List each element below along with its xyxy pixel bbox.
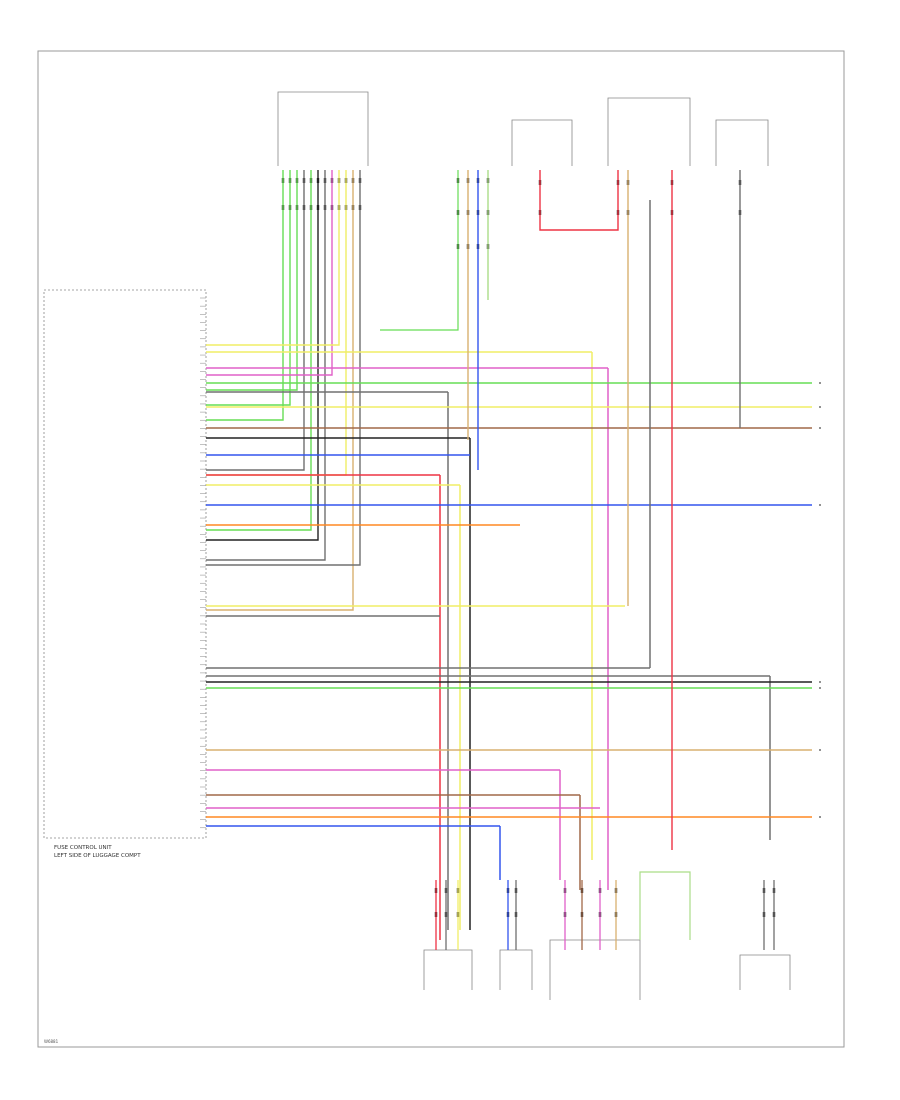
top-connector-3 (511, 97, 691, 166)
top-connector-wire (206, 170, 340, 346)
relay-loop-wire (539, 170, 619, 231)
sensor-loop-wire (639, 871, 691, 940)
top-connector-1 (277, 91, 369, 166)
terminal-dot (819, 382, 821, 384)
top-connector-wire (206, 170, 319, 541)
top-connector-wire (206, 170, 291, 406)
terminal-dot (819, 406, 821, 408)
diagram-border (37, 50, 845, 1048)
top-connector-wire (206, 170, 298, 391)
bottom-connector-1 (423, 949, 473, 990)
left-module-box (43, 289, 207, 839)
terminal-dot (819, 504, 821, 506)
top-connector-wire (206, 170, 326, 561)
pin-label-layer (200, 297, 206, 829)
terminal-dot (819, 816, 821, 818)
terminal-dot (819, 681, 821, 683)
top-connector-wire (206, 170, 312, 531)
left-module-caption-line2: LEFT SIDE OF LUGGAGE COMPT (54, 853, 141, 859)
left-module-caption-line1: FUSE CONTROL UNIT (54, 845, 112, 851)
top-connector-wire (206, 170, 333, 376)
page-code: W6881 (44, 1039, 59, 1044)
bottom-connector-3 (549, 939, 641, 1000)
top-connector-wire (206, 170, 305, 471)
top-connector-2-wire (380, 170, 459, 331)
terminal-dot (819, 749, 821, 751)
top-connector-4 (715, 119, 769, 166)
top-connector-wire (206, 170, 354, 611)
terminal-dot (819, 427, 821, 429)
wire-layer (206, 170, 812, 950)
top-connector-wire (206, 170, 284, 421)
terminal-dot (819, 687, 821, 689)
bottom-connector-4 (739, 954, 791, 990)
bottom-connector-2 (499, 949, 533, 990)
top-connector-wire (206, 170, 361, 566)
